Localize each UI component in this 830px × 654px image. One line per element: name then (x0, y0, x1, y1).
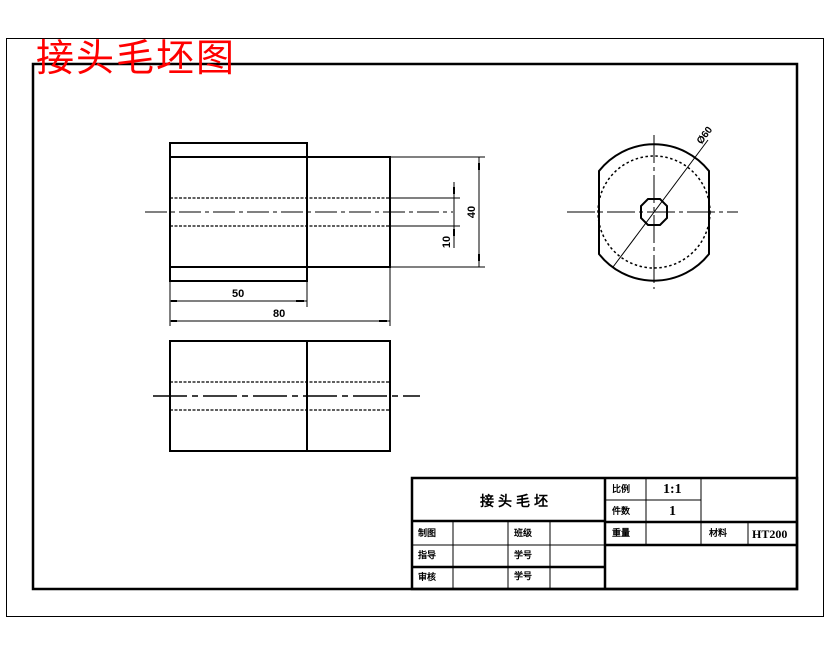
front-view-dimensions (169, 156, 485, 326)
side-view (567, 135, 738, 289)
dimension-50: 50 (232, 288, 245, 300)
part-name: 接头毛坯 (480, 494, 552, 510)
label-reviewed-by: 审核 (418, 573, 437, 583)
dimension-10: 10 (441, 235, 454, 249)
label-instructor: 指导 (418, 551, 437, 561)
label-student-no-2: 学号 (514, 572, 533, 582)
label-weight: 重量 (612, 529, 631, 539)
front-view (145, 142, 453, 282)
title-block-lines (410, 476, 799, 591)
label-student-no: 学号 (514, 551, 533, 561)
material-value: HT200 (752, 527, 788, 541)
quantity-value: 1 (669, 504, 676, 519)
outer-frame (6, 38, 824, 617)
label-material: 材料 (709, 529, 728, 539)
scale-value: 1:1 (663, 482, 682, 497)
label-drawn-by: 制图 (418, 529, 437, 539)
inner-frame (31, 62, 799, 591)
label-class: 班级 (514, 529, 533, 539)
label-scale: 比例 (612, 485, 631, 495)
bottom-view (153, 340, 420, 452)
drawing-title: 接头毛坯图 (36, 36, 237, 80)
dimension-80: 80 (273, 308, 286, 320)
label-quantity: 件数 (612, 507, 631, 517)
dimension-40: 40 (466, 205, 479, 219)
